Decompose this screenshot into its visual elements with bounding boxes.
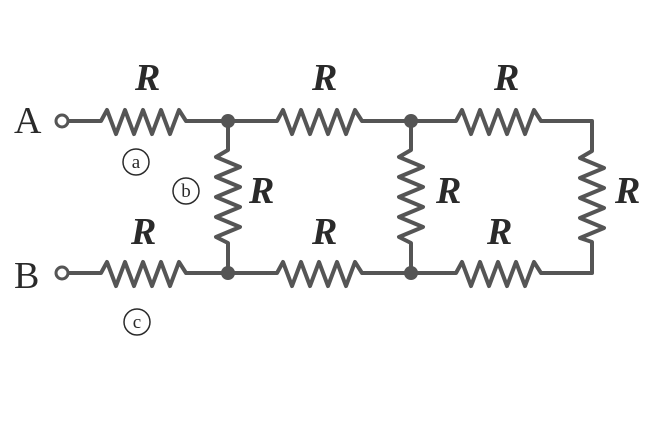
resistor-label-vertical-right: R [614, 170, 640, 212]
terminal-a [54, 113, 70, 129]
wire-bottom-right [554, 246, 594, 275]
wire-top-right [554, 119, 594, 146]
resistor-label-bottom-right: R [486, 211, 512, 253]
resistor-label-vertical-middle: R [435, 170, 461, 212]
marker-c: c [123, 308, 151, 336]
terminal-a-label: A [14, 100, 42, 142]
junction-top-left [221, 114, 235, 128]
resistor-top-a [90, 108, 197, 136]
marker-c-text: c [133, 312, 141, 333]
marker-b-text: b [181, 181, 191, 202]
terminal-b-label: B [14, 255, 39, 297]
junction-bottom-left [221, 266, 235, 280]
resistor-vertical-middle [397, 141, 425, 251]
resistor-label-top-right: R [493, 57, 519, 99]
junction-top-middle [404, 114, 418, 128]
resistor-label-top-middle: R [311, 57, 337, 99]
resistor-label-vertical-b: R [248, 170, 274, 212]
resistor-top-right [445, 108, 558, 136]
marker-b: b [172, 177, 200, 205]
resistor-top-middle [266, 108, 380, 136]
marker-a-text: a [132, 152, 141, 173]
resistor-label-bottom-middle: R [311, 211, 337, 253]
resistor-vertical-b [214, 141, 242, 251]
resistor-bottom-c [90, 260, 197, 288]
marker-a-circle [122, 148, 150, 176]
resistor-vertical-right [578, 142, 606, 250]
resistor-label-top-a: R [134, 57, 160, 99]
marker-a: a [122, 148, 150, 176]
junction-bottom-middle [404, 266, 418, 280]
marker-c-circle [123, 308, 151, 336]
resistor-label-bottom-c: R [130, 211, 156, 253]
resistor-bottom-middle [266, 260, 380, 288]
resistor-bottom-right [445, 260, 558, 288]
marker-b-circle [172, 177, 200, 205]
terminal-b [54, 265, 70, 281]
